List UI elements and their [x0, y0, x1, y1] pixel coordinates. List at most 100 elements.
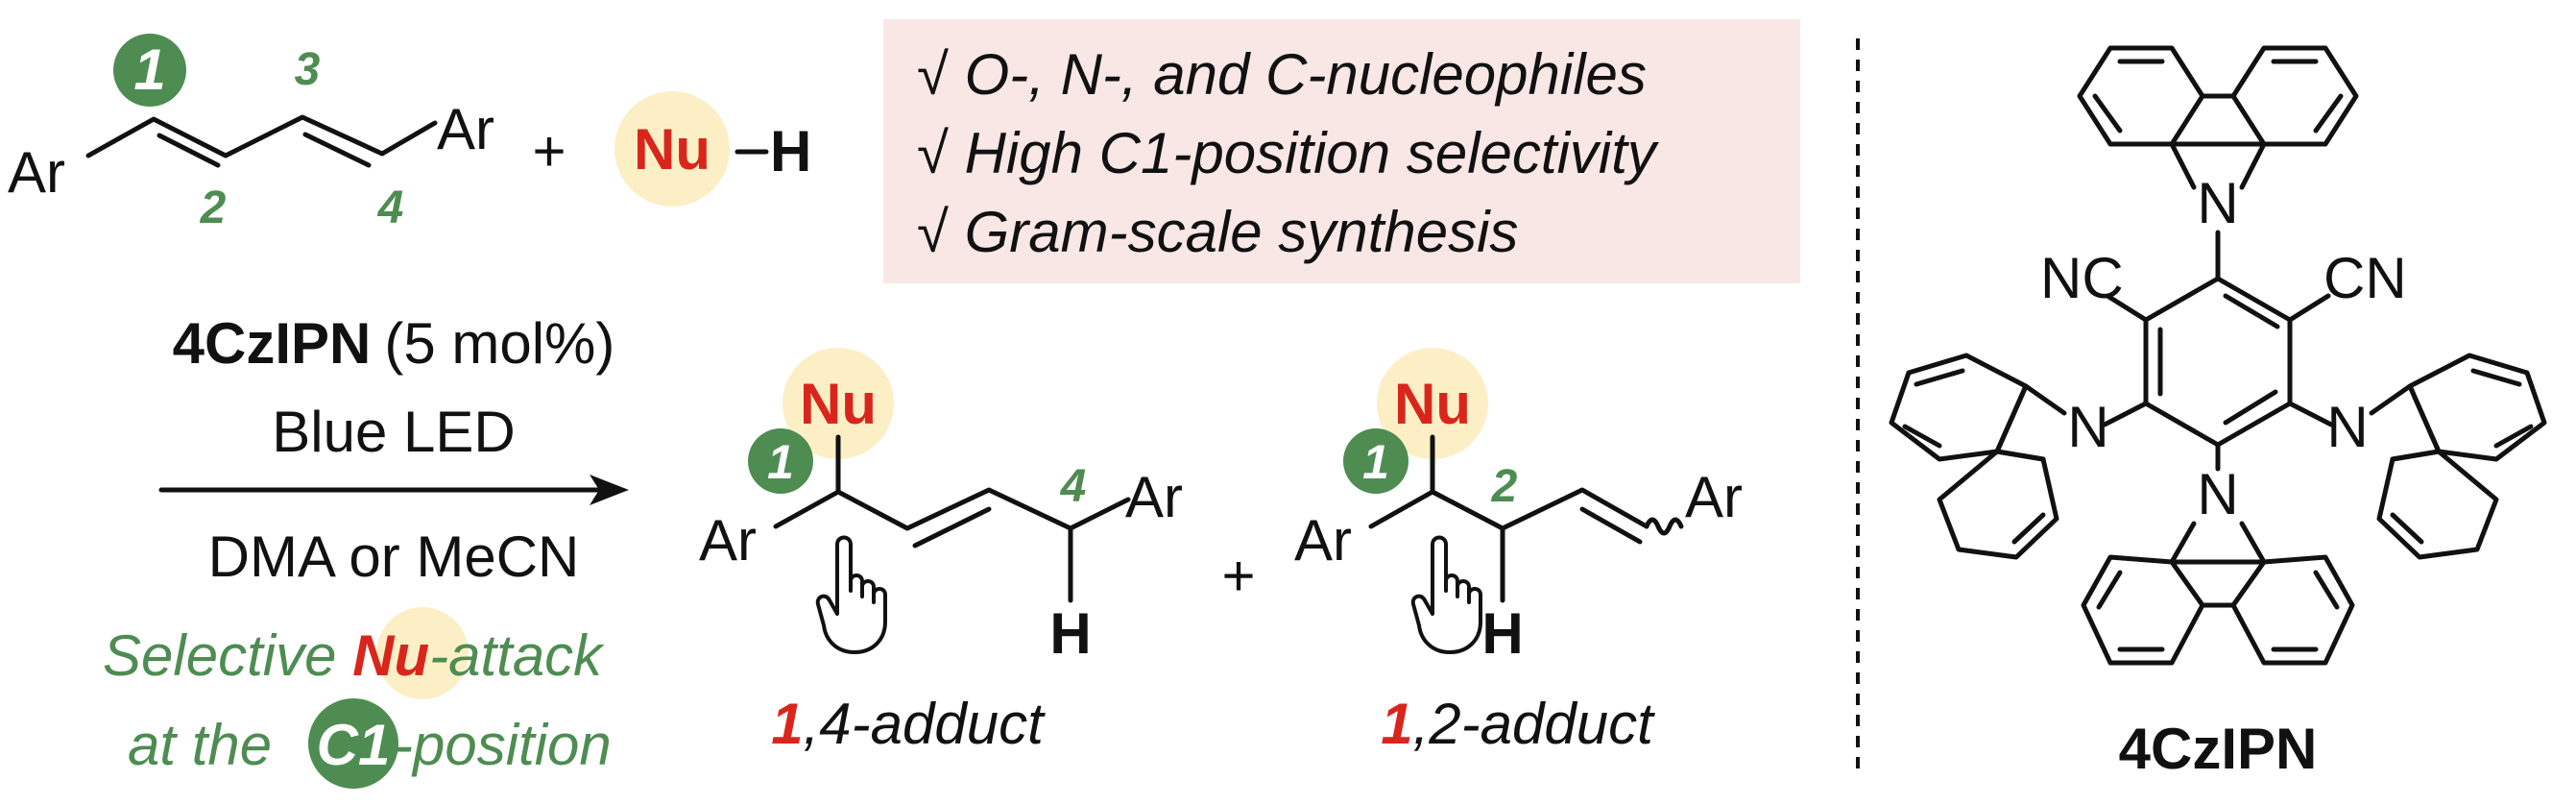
diene-substrate: Ar Ar 1 2 3 4 — [8, 34, 494, 233]
carbazole-left-ring-b — [1937, 449, 2059, 560]
p12-pos-2: 2 — [1491, 461, 1518, 512]
carbazole-right-double-b — [2493, 424, 2534, 449]
h-label: H — [770, 119, 811, 183]
p14-nu-highlight — [782, 348, 894, 459]
n-left: N — [2067, 395, 2108, 459]
nu-label: Nu — [634, 117, 710, 182]
catalyst-line: 4CzIPN(5 mol%) — [173, 311, 615, 376]
p12-label-num: 1 — [1381, 692, 1412, 756]
pos-4-label: 4 — [377, 183, 404, 233]
carbazole-top-double-c — [2313, 93, 2344, 134]
carbazole-right-double-c — [2390, 512, 2424, 545]
central-ring-double-1 — [2223, 293, 2280, 329]
p12-h: H — [1481, 601, 1523, 666]
p14-double-bond — [912, 506, 992, 549]
bond-right-cn — [2287, 293, 2331, 323]
catalyst-loading: (5 mol%) — [384, 311, 614, 376]
p12-badge — [1343, 428, 1408, 494]
p14-label-rest: ,4-adduct — [804, 692, 1046, 756]
p12-ar-right: Ar — [1685, 465, 1743, 529]
products-plus: + — [1221, 544, 1255, 608]
p14-chain — [773, 487, 1131, 531]
carbazole-right-pyrrole — [2369, 383, 2442, 462]
p14-label: 1,4-adduct — [771, 692, 1046, 756]
cn-right: CN — [2323, 246, 2407, 310]
tagline-selective: Selective — [103, 623, 352, 688]
tagline-nu-highlight — [376, 607, 469, 699]
feature-3: √ Gram-scale synthesis — [917, 200, 1518, 264]
carbazole-bottom-double-c — [2313, 570, 2340, 610]
carbazole-right-ring-b — [2376, 449, 2499, 560]
carbazole-left-double-a — [1914, 368, 1965, 387]
tagline-attack: -attack — [429, 623, 605, 688]
p12-nu: Nu — [1394, 372, 1471, 436]
pos-3-label: 3 — [295, 44, 321, 95]
pointing-hand-icon — [1410, 535, 1482, 654]
bond-left-n — [2102, 401, 2149, 427]
c1-badge-number: 1 — [133, 37, 165, 102]
carbazole-left-pyrrole — [1994, 383, 2067, 462]
selectivity-tagline: Selective Nu-attack at the C1 -position — [103, 607, 612, 789]
reagent-plus: + — [532, 119, 566, 183]
carbazole-left-double-c — [2011, 512, 2046, 545]
feature-1: √ O-, N-, and C-nucleophiles — [917, 42, 1647, 107]
tagline-c1-text: C1 — [317, 713, 391, 777]
p12-badge-number: 1 — [1362, 435, 1389, 489]
carbazole-bottom-pyrrole — [2169, 521, 2267, 565]
features-box: √ O-, N-, and C-nucleophiles √ High C1-p… — [883, 19, 1800, 283]
n-bottom: N — [2197, 462, 2238, 526]
bond-right-n — [2287, 401, 2334, 427]
diene-ar-right: Ar — [437, 97, 494, 161]
p12-nu-highlight — [1377, 348, 1488, 459]
carbazole-bottom — [2081, 521, 2355, 666]
p12-label: 1,2-adduct — [1381, 692, 1655, 756]
carbazole-top-pyrrole — [2169, 141, 2267, 190]
p14-badge-number: 1 — [767, 435, 794, 489]
tagline-line-1: Selective Nu-attack — [103, 623, 605, 688]
p12-label-rest: ,2-adduct — [1413, 692, 1655, 756]
carbazole-bottom-double-a — [2096, 570, 2123, 610]
product-1-2-adduct: Nu 1 Ar Ar 2 H 1,2-adduct — [1294, 348, 1743, 756]
carbazole-top-double-a — [2092, 93, 2123, 134]
tagline-c1-badge — [308, 698, 398, 789]
feature-2: √ High C1-position selectivity — [917, 121, 1660, 185]
diene-double-bond-1 — [156, 133, 221, 168]
reaction-arrow-head — [590, 475, 629, 505]
diene-chain — [85, 114, 438, 159]
tagline-nu: Nu — [352, 623, 429, 688]
nu-highlight — [614, 91, 730, 207]
p12-double-bond — [1579, 506, 1643, 545]
carbazole-right-double-a — [2470, 368, 2522, 387]
diene-double-bond-2 — [302, 132, 372, 168]
p14-ar-left: Ar — [699, 508, 757, 573]
p14-pos-4: 4 — [1060, 461, 1087, 512]
cn-left: NC — [2040, 246, 2124, 310]
catalyst-name: 4CzIPN — [173, 311, 372, 376]
nucleophile-reagent: + Nu H — [532, 91, 811, 207]
p14-nu: Nu — [800, 372, 877, 436]
light-source: Blue LED — [272, 400, 515, 464]
c1-badge — [113, 34, 186, 107]
solvent: DMA or MeCN — [208, 524, 580, 589]
product-1-4-adduct: Nu 1 Ar Ar 4 H 1,4-adduct — [699, 348, 1183, 756]
carbazole-right — [2369, 353, 2547, 560]
p14-ar-right: Ar — [1125, 465, 1183, 529]
carbazole-top — [2077, 45, 2359, 190]
p14-h: H — [1049, 601, 1091, 666]
diene-ar-left: Ar — [8, 140, 65, 205]
p12-wavy-bond — [1644, 517, 1684, 536]
central-ring-double-2 — [2223, 389, 2278, 426]
tagline-line-2-post: -position — [394, 713, 612, 777]
catalyst-structure: NC CN N N N N — [1889, 45, 2547, 781]
p12-ar-left: Ar — [1294, 508, 1352, 573]
features-background — [883, 19, 1800, 283]
reaction-conditions: 4CzIPN(5 mol%) Blue LED DMA or MeCN — [158, 311, 629, 589]
bond-left-cn — [2105, 293, 2149, 323]
tagline-line-2-pre: at the — [128, 713, 272, 777]
pos-2-label: 2 — [200, 183, 227, 233]
central-ring — [2143, 276, 2293, 448]
n-top: N — [2197, 171, 2238, 235]
carbazole-left-double-b — [1902, 424, 1942, 449]
carbazole-left — [1889, 353, 2067, 560]
